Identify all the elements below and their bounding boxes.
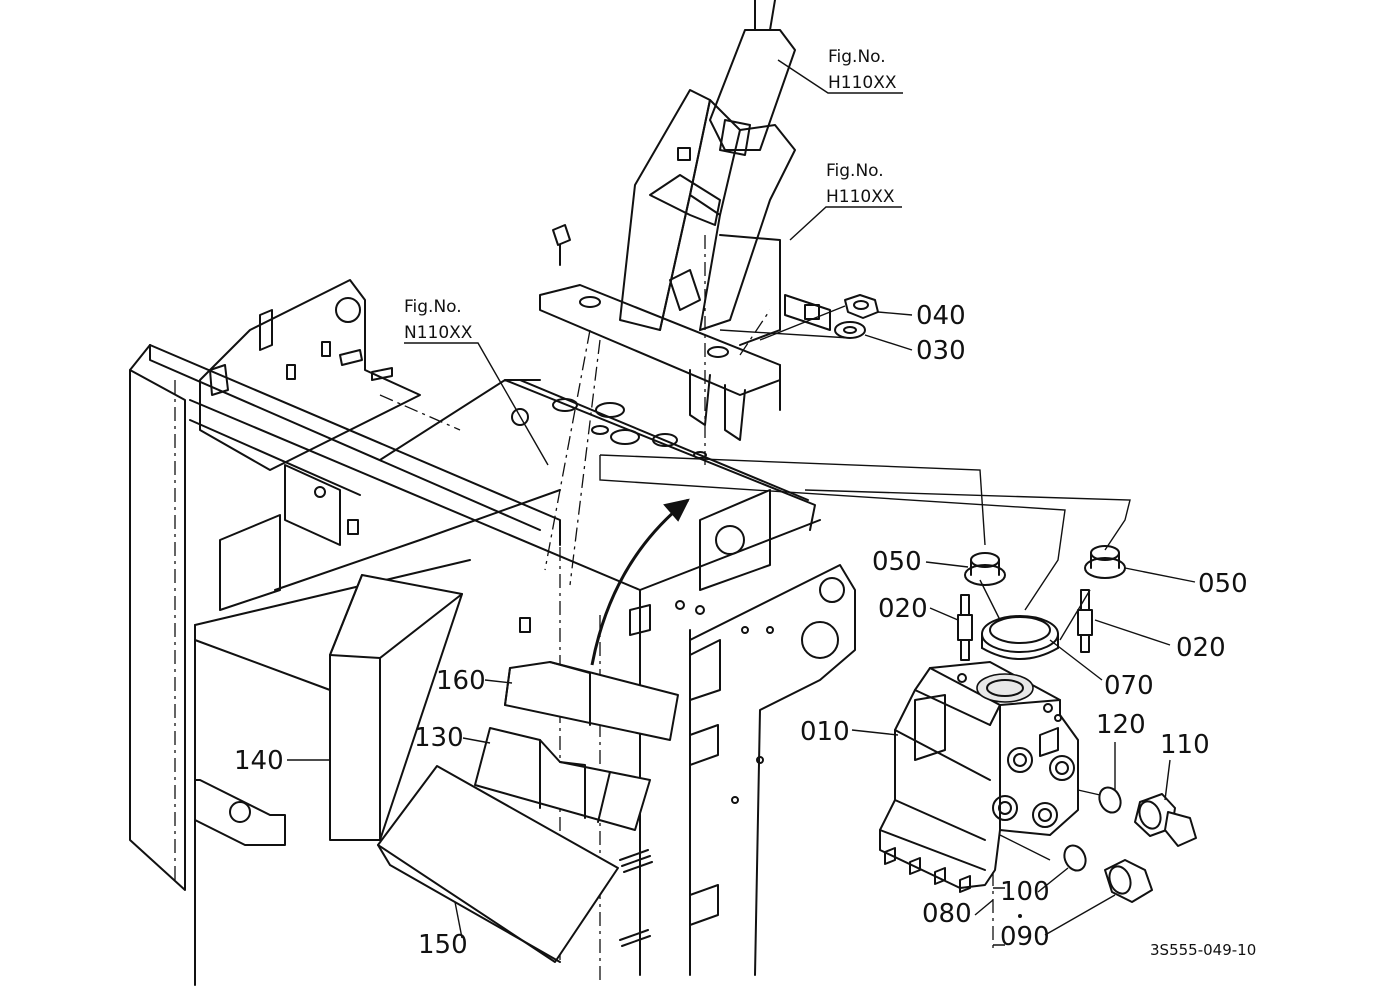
separator-dot [1018,914,1022,918]
part-label-020-left: 020 [878,594,928,624]
o-ring-100 [1063,844,1087,872]
part-label-050-right: 050 [1198,569,1248,599]
figure-ref-h110xx-lower: Fig.No. H110XX [826,161,895,207]
part-label-070: 070 [1104,671,1154,701]
part-label-150: 150 [418,930,468,960]
part-label-040: 040 [916,301,966,331]
part-label-090: 090 [1000,922,1050,952]
adapter-090 [1104,859,1153,903]
part-label-010: 010 [800,717,850,747]
drawing-code: 3S555-049-10 [1150,941,1256,959]
part-label-020-right: 020 [1176,633,1226,663]
figure-ref-n110xx: Fig.No. N110XX [404,297,473,343]
figure-ref-line2: H110XX [828,73,897,93]
figure-ref-line2: H110XX [826,187,895,207]
pad-150 [377,765,619,963]
part-label-110: 110 [1160,730,1210,760]
part-label-100: 100 [1000,877,1050,907]
chassis-frame [129,279,856,986]
o-ring-120 [1098,786,1122,814]
pad-140 [329,574,463,841]
part-label-050-left: 050 [872,547,922,577]
figure-ref-h110xx-upper: Fig.No. H110XX [828,47,897,93]
grommet-050-right [1084,545,1126,579]
part-label-120: 120 [1096,710,1146,740]
seal-070 [981,615,1059,660]
bolt-020-right [1077,589,1093,653]
pad-160 [504,661,679,741]
figure-ref-line1: Fig.No. [826,161,884,181]
part-label-030: 030 [916,336,966,366]
part-label-160: 160 [436,666,486,696]
grommet-050-left [964,552,1006,586]
pad-130 [474,727,651,831]
figure-ref-line1: Fig.No. [404,297,462,317]
figure-ref-line2: N110XX [404,323,473,343]
part-label-080: 080 [922,899,972,929]
leader-lines [287,59,1196,948]
figure-ref-line1: Fig.No. [828,47,886,67]
insertion-arrow [590,498,690,666]
connection-lines [599,305,1131,861]
washer-030 [834,321,866,339]
part-label-140: 140 [234,746,284,776]
part-label-130: 130 [414,723,464,753]
adapter-110 [1134,793,1197,847]
nut-040 [844,294,879,319]
bolt-020-left [957,594,973,661]
steering-valve-010 [879,661,1079,893]
steering-column [504,0,831,501]
